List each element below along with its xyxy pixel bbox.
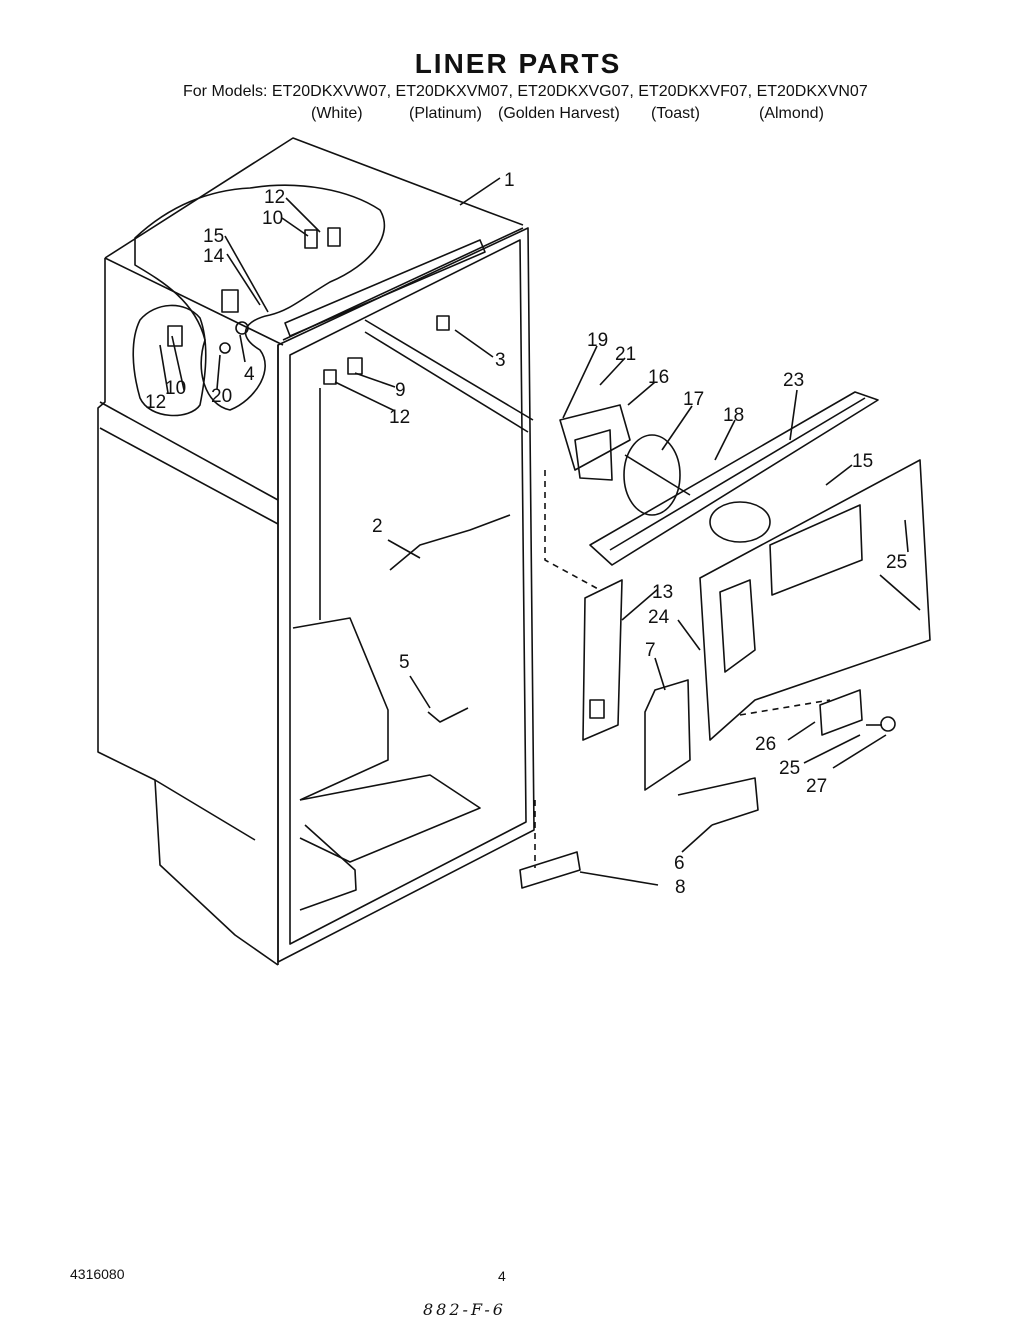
callout-5: 5: [399, 652, 410, 673]
callout-13: 13: [652, 582, 673, 603]
callout-15-right: 15: [852, 451, 873, 472]
evaporator-cover-drawing: [589, 391, 931, 741]
liner-cabinet-drawing: [97, 137, 535, 966]
footer-part-number: 4316080: [70, 1266, 125, 1282]
color-label-toast: (Toast): [651, 105, 700, 122]
callout-18: 18: [723, 405, 744, 426]
callout-25-right: 25: [886, 552, 907, 573]
callout-27: 27: [806, 776, 827, 797]
callout-9: 9: [395, 380, 406, 401]
callout-7: 7: [645, 640, 656, 661]
models-line: For Models: ET20DKXVW07, ET20DKXVM07, ET…: [183, 83, 868, 100]
callout-24: 24: [648, 607, 670, 628]
callout-21: 21: [615, 344, 636, 365]
color-label-golden-harvest: (Golden Harvest): [498, 105, 620, 122]
footer-handwritten-note: 882-F-6: [423, 1300, 506, 1319]
callout-10-top: 10: [262, 208, 283, 229]
fan-motor-assembly-drawing: [559, 404, 691, 516]
callout-19: 19: [587, 330, 608, 351]
callout-6: 6: [674, 853, 685, 874]
footer-page-number: 4: [498, 1268, 506, 1284]
panel-parts-drawing: [519, 579, 896, 889]
callout-25-bottom: 25: [779, 758, 800, 779]
callout-8: 8: [675, 877, 686, 898]
alignment-dashed-lines: [534, 470, 831, 868]
callout-17: 17: [683, 389, 704, 410]
callout-2: 2: [372, 516, 383, 537]
detail-callout-bubbles: [132, 184, 386, 417]
callout-14: 14: [203, 246, 225, 267]
callout-leader-lines: [159, 177, 909, 886]
small-parts-sketches: [167, 227, 511, 723]
callout-20: 20: [211, 386, 232, 407]
color-label-white: (White): [311, 105, 363, 122]
callout-3: 3: [495, 350, 506, 371]
callout-16: 16: [648, 367, 669, 388]
color-label-almond: (Almond): [759, 105, 824, 122]
callout-numbers: 1 2 3 4 5 6 7 8 9 10 10 12 12 12 13 14 1…: [145, 170, 907, 898]
callout-10-left: 10: [165, 378, 186, 399]
callout-12-top: 12: [264, 187, 285, 208]
page-title: LINER PARTS: [414, 48, 622, 79]
callout-12-left: 12: [145, 392, 166, 413]
callout-1: 1: [504, 170, 515, 191]
callout-15-top: 15: [203, 226, 224, 247]
callout-26: 26: [755, 734, 776, 755]
callout-12-door: 12: [389, 407, 410, 428]
color-label-platinum: (Platinum): [409, 105, 482, 122]
callout-23: 23: [783, 370, 804, 391]
callout-4: 4: [244, 364, 255, 385]
